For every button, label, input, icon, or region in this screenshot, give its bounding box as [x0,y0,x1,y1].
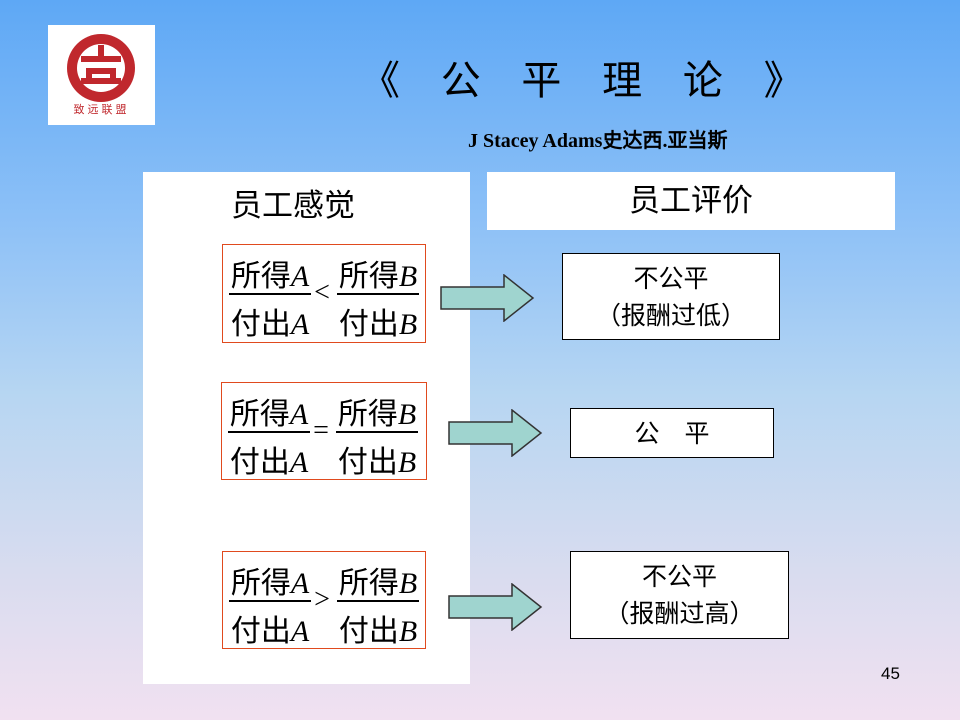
ratio-a-denominator-var: A [289,446,309,479]
result-label: 不公平 [633,264,709,293]
ratio-a-denominator: 付出 [229,446,290,479]
ratio-b-numerator-var: B [397,398,417,431]
ratio-a-numerator-var: A [290,567,310,600]
ratio-b-denominator: 付出 [338,308,399,341]
ratio-a-numerator-var: A [289,398,309,431]
ratio-a-denominator-var: A [290,615,310,648]
ratio-a-denominator: 付出 [230,615,291,648]
slide-title: 《 公 平 理 论 》 [360,58,818,104]
result-fair: 公 平 [570,408,774,458]
ratio-a-numerator: 所得 [229,398,290,431]
arrow-right-icon [448,583,543,631]
ratio-a-numerator-var: A [290,260,310,293]
ratio-b-denominator-var: B [398,615,418,648]
formula-greater-than: 所得A 付出A > 所得B 付出B [222,551,426,649]
result-unfair-high: 不公平 （报酬过高） [570,551,789,639]
result-detail: （报酬过高） [604,599,755,628]
comparison-operator: < [314,277,330,308]
formula-equal: 所得A 付出A = 所得B 付出B [221,382,427,480]
ratio-a-denominator: 付出 [230,308,291,341]
ratio-b-denominator: 付出 [337,446,398,479]
logo-text: 致远联盟 [73,103,130,116]
logo: 致远联盟 [48,25,155,125]
ratio-b-numerator: 所得 [337,398,398,431]
ratio-a-denominator-var: A [290,308,310,341]
evaluation-header: 员工评价 [487,172,895,230]
result-label: 不公平 [641,562,717,591]
result-detail: （报酬过低） [595,301,746,330]
ratio-a-numerator: 所得 [230,567,291,600]
result-unfair-low: 不公平 （报酬过低） [562,253,780,340]
comparison-operator: = [313,415,329,446]
result-label: 公 平 [634,419,710,448]
author-credit: J Stacey Adams史达西.亚当斯 [468,130,728,152]
ratio-a-numerator: 所得 [230,260,291,293]
arrow-right-icon [448,409,543,457]
ratio-b-numerator-var: B [398,260,418,293]
ratio-b-numerator: 所得 [338,260,399,293]
logo-emblem-icon [67,34,135,102]
page-number: 45 [881,664,900,683]
comparison-operator: > [314,584,330,615]
formula-less-than: 所得A 付出A < 所得B 付出B [222,244,426,343]
ratio-b-denominator-var: B [397,446,417,479]
ratio-b-numerator-var: B [398,567,418,600]
perception-header: 员工感觉 [231,188,355,224]
ratio-b-numerator: 所得 [338,567,399,600]
ratio-b-denominator: 付出 [338,615,399,648]
arrow-right-icon [440,274,535,322]
ratio-b-denominator-var: B [398,308,418,341]
